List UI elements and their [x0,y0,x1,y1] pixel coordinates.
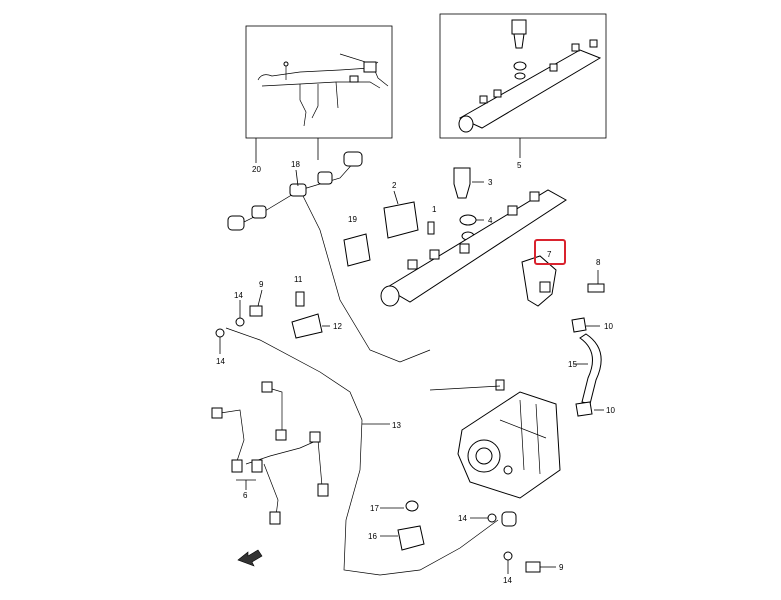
callout-15: 15 [568,360,577,369]
callout-8: 8 [596,258,601,267]
callout-9-b: 9 [559,563,564,572]
callout-2: 2 [392,181,397,190]
seal-part-4 [459,214,477,226]
callout-3: 3 [488,178,493,187]
clip-part-10-lower [575,401,593,417]
callout-11: 11 [294,275,303,284]
pressure-sensor-part-3 [453,167,471,199]
washer-part-14-b [215,328,225,338]
inset-fuel-rail-box [439,13,607,139]
callout-12: 12 [333,322,342,331]
high-pressure-pump [457,379,561,499]
callout-10-b: 10 [606,406,615,415]
bolt-part-8 [587,283,605,293]
inset-harness-box [245,25,393,160]
bracket-part-2 [383,201,419,239]
washer-part-14-c [487,513,497,523]
callout-4: 4 [488,216,493,225]
clamp-part-12 [291,313,323,339]
injector-harness-6 [211,381,329,525]
callout-18: 18 [291,160,300,169]
washer-part-14-d [503,551,513,561]
clamp-part-19 [343,233,371,267]
callout-14-c: 14 [458,514,467,523]
bolt-part-9-upper [249,305,263,317]
callout-6: 6 [243,491,248,500]
clamp-part-16 [397,525,425,551]
front-direction-arrow-icon [237,549,263,567]
clip-part-10-upper [571,317,587,333]
callout-13: 13 [392,421,401,430]
callout-1: 1 [432,205,437,214]
callout-19: 19 [348,215,357,224]
callout-7: 7 [547,250,552,259]
bolt-part-11 [295,291,305,307]
grommet-part-17 [405,500,419,512]
callout-10-a: 10 [604,322,613,331]
callout-17: 17 [370,504,379,513]
bolt-part-9-lower [525,561,541,573]
callout-14-d: 14 [503,576,512,585]
washer-part-14-a [235,317,245,327]
bolt-part-1 [427,221,435,235]
highlight-box-7 [534,239,566,265]
callout-9: 9 [259,280,264,289]
callout-14-b: 14 [216,357,225,366]
callout-20: 20 [252,165,261,174]
injector-pipe-18 [227,151,431,363]
callout-16: 16 [368,532,377,541]
return-pipe-13 [225,327,499,576]
callout-14-a: 14 [234,291,243,300]
fuel-rail-main [380,189,567,307]
callout-5: 5 [517,161,522,170]
hose-part-15 [579,333,602,405]
